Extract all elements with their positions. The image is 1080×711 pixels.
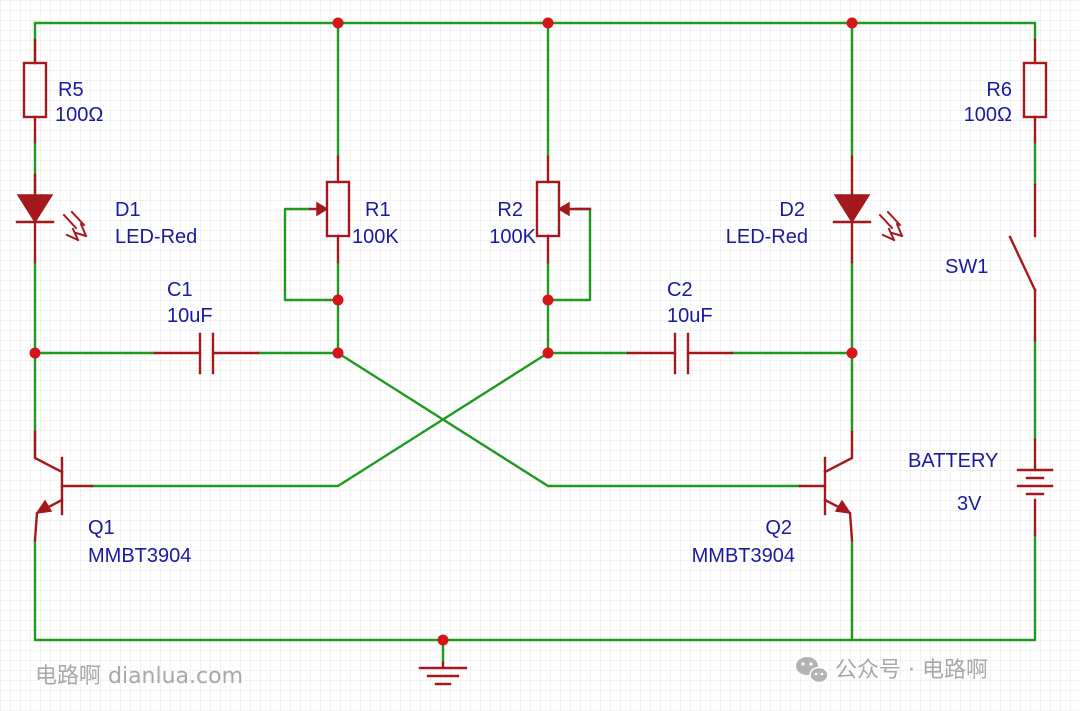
junctions xyxy=(29,17,858,646)
r6-value-label: 100Ω xyxy=(964,104,1012,126)
watermark-right: 公众号 · 电路啊 xyxy=(835,658,988,683)
capacitor-c1[interactable] xyxy=(153,332,260,375)
wires xyxy=(33,21,1037,665)
q2-value-label: MMBT3904 xyxy=(692,545,795,567)
capacitor-c2[interactable] xyxy=(626,332,734,375)
d2-ref-label: D2 xyxy=(779,199,805,221)
ground-symbol xyxy=(418,661,468,686)
junction xyxy=(332,294,344,306)
led-d1[interactable] xyxy=(15,173,88,264)
r2-value-label: 100K xyxy=(489,226,536,248)
junction xyxy=(542,294,554,306)
q1-ref-label: Q1 xyxy=(88,517,115,539)
potentiometer-r1[interactable] xyxy=(308,155,351,264)
r1-ref-label: R1 xyxy=(365,199,391,221)
r2-ref-label: R2 xyxy=(497,199,523,221)
battery[interactable] xyxy=(1016,438,1054,537)
r1-value-label: 100K xyxy=(352,226,399,248)
watermarks: 电路啊 dianlua.com 公众号 · 电路啊 xyxy=(35,657,988,689)
q1-value-label: MMBT3904 xyxy=(88,545,191,567)
potentiometer-r2[interactable] xyxy=(535,155,592,264)
r6-ref-label: R6 xyxy=(986,79,1012,101)
junction xyxy=(846,17,858,29)
junction xyxy=(437,634,449,646)
c2-value-label: 10uF xyxy=(667,305,713,327)
c1-ref-label: C1 xyxy=(167,279,193,301)
d1-value-label: LED-Red xyxy=(115,226,197,248)
d2-value-label: LED-Red xyxy=(726,226,808,248)
junction xyxy=(542,347,554,359)
resistor-r6[interactable] xyxy=(1022,38,1048,144)
sw1-ref-label: SW1 xyxy=(945,256,988,278)
d1-ref-label: D1 xyxy=(115,199,141,221)
battery-value-label: 3V xyxy=(957,493,982,515)
battery-ref-label: BATTERY xyxy=(908,450,998,472)
resistor-r5[interactable] xyxy=(22,38,48,144)
wire-cross-to-q2-base xyxy=(336,351,802,488)
q2-ref-label: Q2 xyxy=(765,517,792,539)
junction xyxy=(332,17,344,29)
wire-cross-to-q1-base xyxy=(90,351,550,488)
switch-sw1[interactable] xyxy=(1008,183,1037,342)
c2-ref-label: C2 xyxy=(667,279,693,301)
wire-ground-rail xyxy=(33,538,1037,642)
labels: R5 100Ω R6 100Ω D1 LED-Red D2 LED-Red R1… xyxy=(55,79,1012,567)
c1-value-label: 10uF xyxy=(167,305,213,327)
junction xyxy=(542,17,554,29)
wechat-icon xyxy=(796,657,829,684)
wire-r1-wiper xyxy=(283,207,340,302)
transistor-q2[interactable] xyxy=(798,430,854,542)
r5-value-label: 100Ω xyxy=(55,104,103,126)
watermark-left: 电路啊 dianlua.com xyxy=(35,664,243,689)
junction xyxy=(332,347,344,359)
r5-ref-label: R5 xyxy=(58,79,84,101)
junction xyxy=(846,347,858,359)
led-d2[interactable] xyxy=(832,155,904,264)
transistor-q1[interactable] xyxy=(33,430,94,542)
junction xyxy=(29,347,41,359)
